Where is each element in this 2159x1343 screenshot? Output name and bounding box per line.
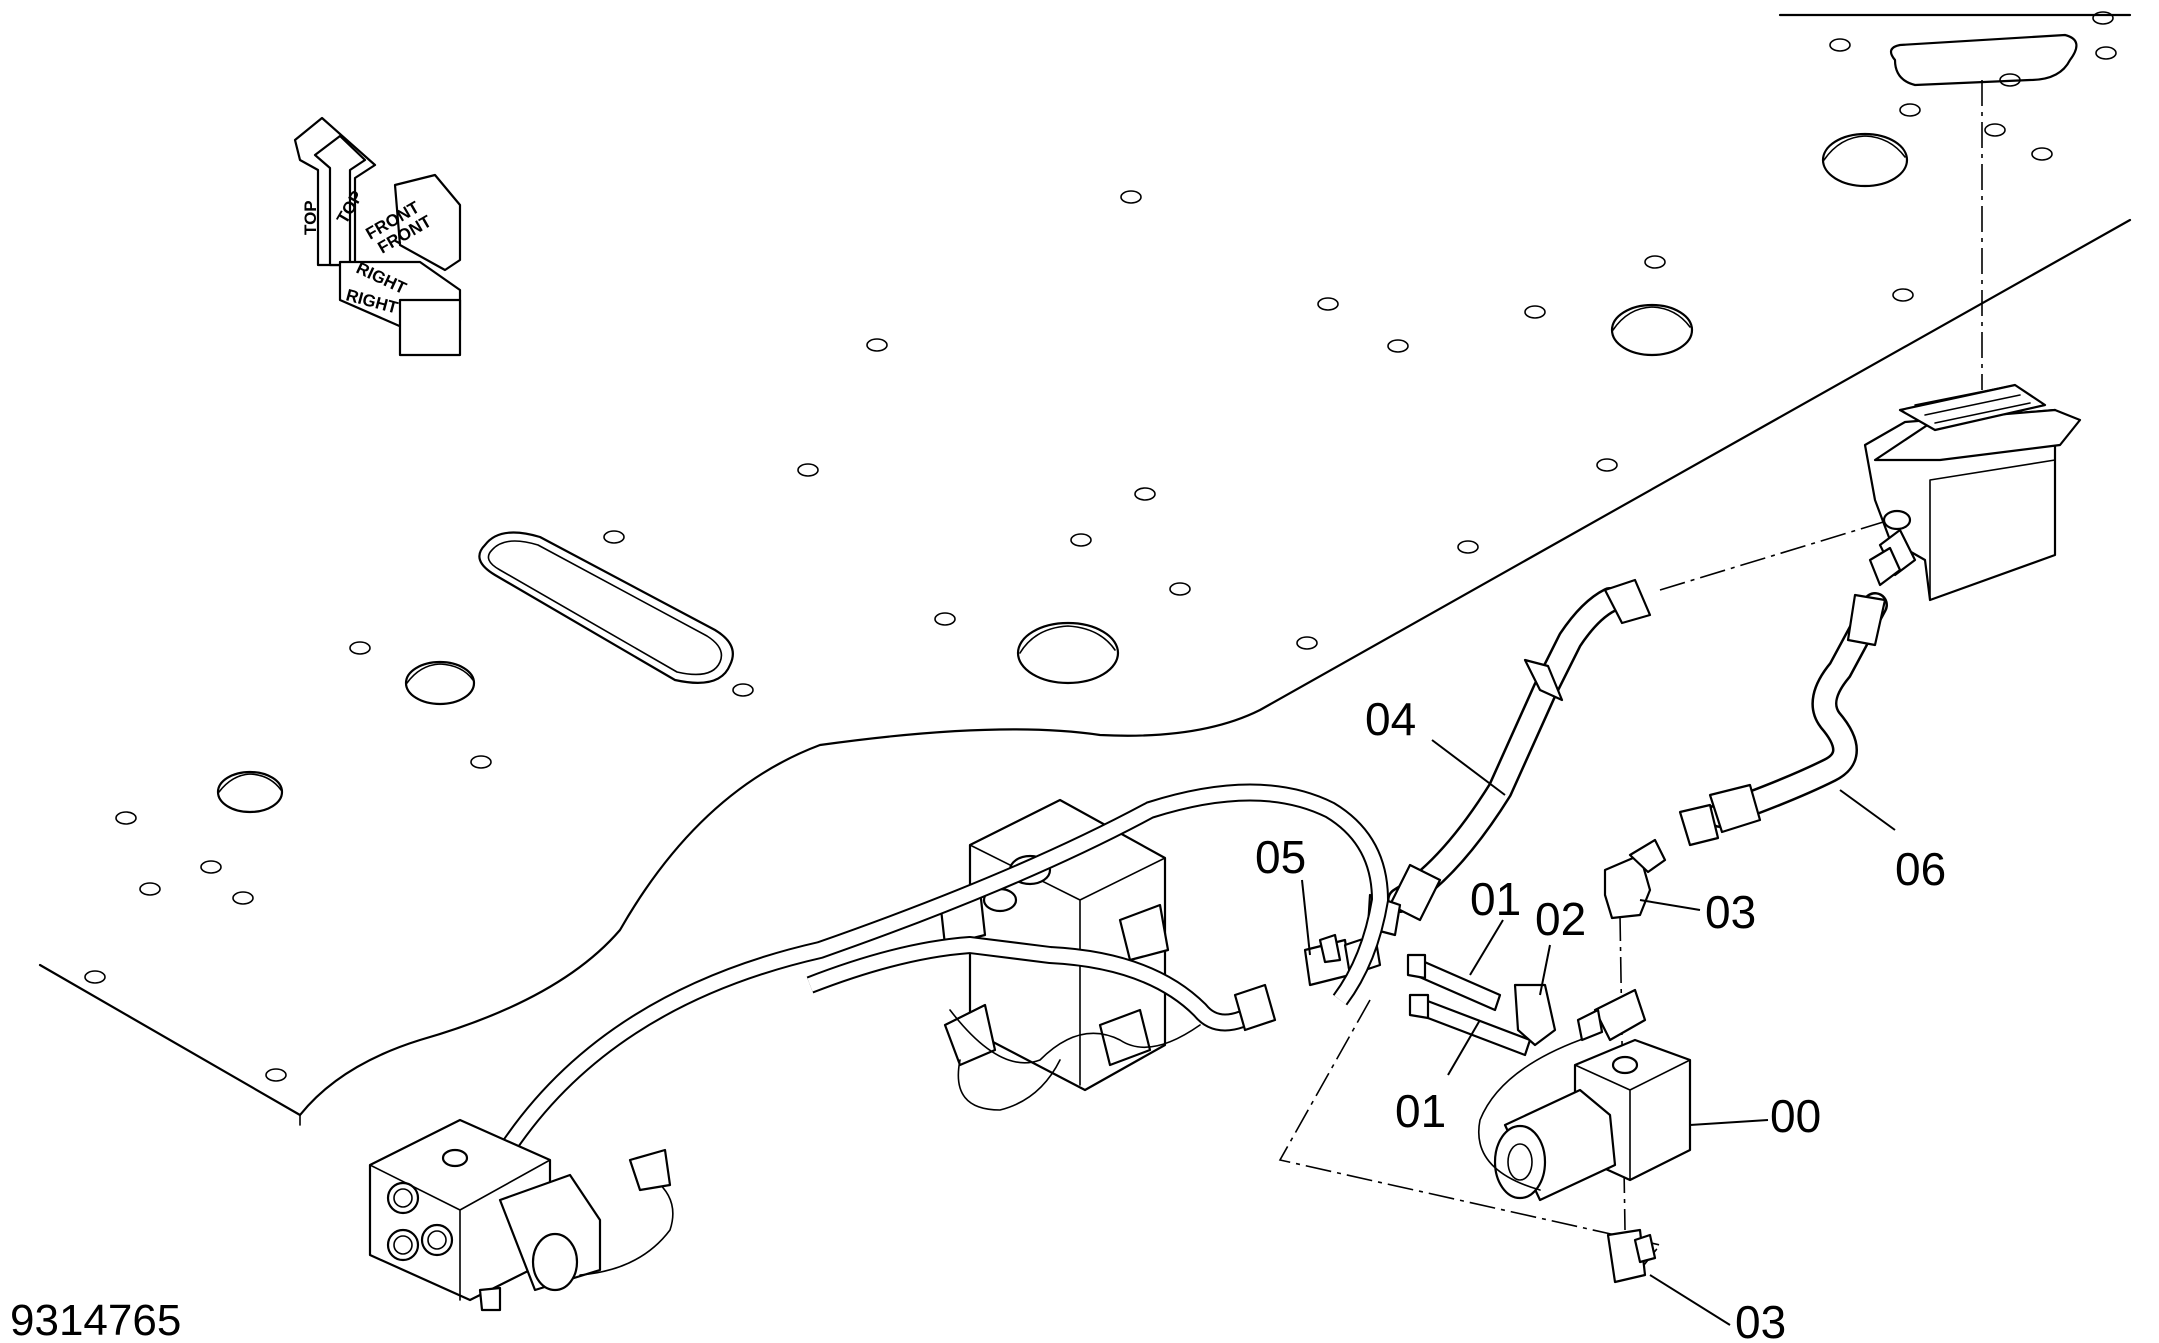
plate-bolt-holes (84, 11, 2117, 1082)
lower-left-valve-block (368, 1118, 674, 1312)
plate-large-hole (1610, 303, 1694, 357)
plate-large-hole (1016, 621, 1120, 685)
part-label-04: 04 (1365, 693, 1416, 745)
part-label-00: 00 (1770, 1090, 1821, 1142)
plate-large-hole (216, 770, 284, 814)
drawing-number: 9314765 (10, 1296, 181, 1343)
pedal-valve-block (1863, 383, 2082, 602)
part-label-01-lower: 01 (1395, 1085, 1446, 1137)
elbow-fitting-03-upper (1603, 838, 1667, 920)
bracket-02 (1513, 983, 1557, 1047)
plate-large-hole (404, 660, 476, 706)
floor-plate (38, 11, 2132, 1126)
orientation-arrows: TOP TOP FRONT FRONT RIGHT RIGHT (293, 116, 462, 357)
manifold-hoses (492, 783, 1390, 1165)
part-label-05: 05 (1255, 831, 1306, 883)
plate-slot-cutout (478, 531, 734, 684)
straight-fitting-03-lower (1606, 1228, 1657, 1284)
hose-06 (1678, 592, 1888, 847)
plate-slot-cutout-upper (1889, 33, 2078, 87)
hose-04 (1366, 578, 1652, 937)
part-label-06: 06 (1895, 843, 1946, 895)
part-label-02: 02 (1535, 893, 1586, 945)
part-label-01-upper: 01 (1470, 873, 1521, 925)
part-label-03-lower: 03 (1735, 1296, 1786, 1343)
part-label-03-upper: 03 (1705, 886, 1756, 938)
orientation-top-label: TOP (301, 200, 320, 235)
leader-lines (1301, 739, 1896, 1326)
solenoid-valve-00 (1478, 988, 1692, 1202)
plate-large-hole (1821, 132, 1909, 188)
